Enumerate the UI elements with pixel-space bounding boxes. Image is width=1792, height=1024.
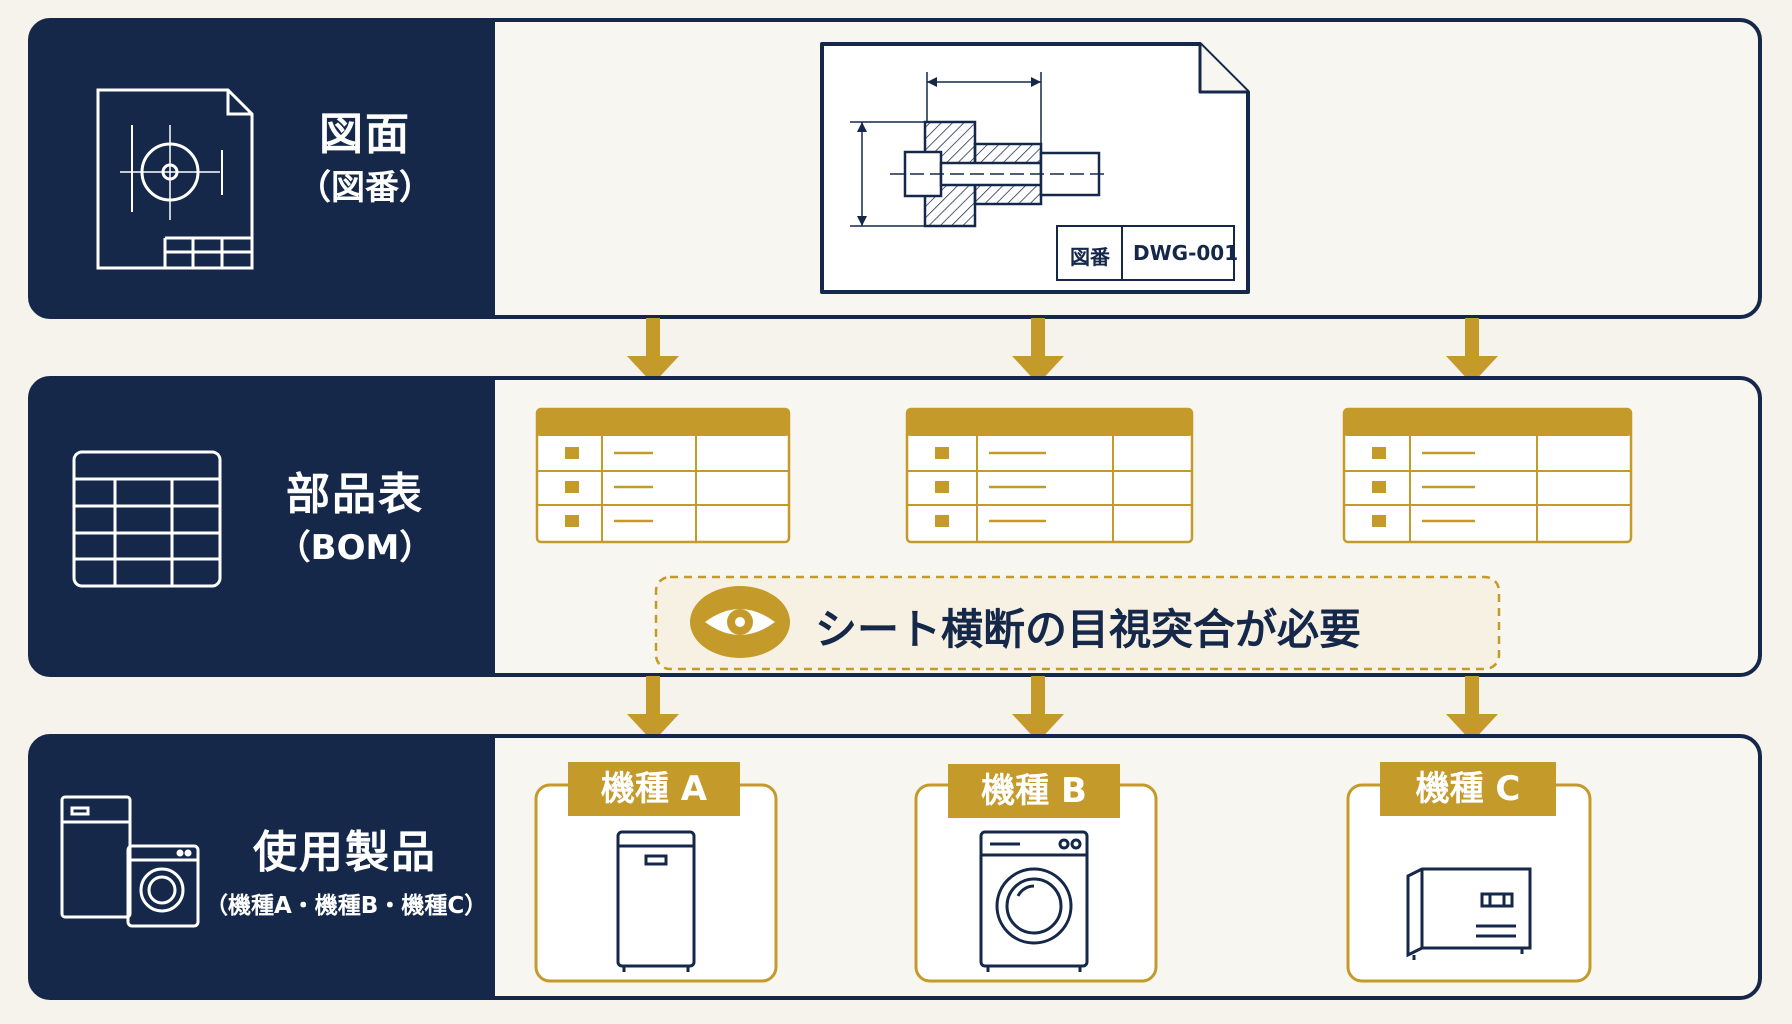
refrigerator-icon [616,830,696,972]
model-b-tag: 機種 B [948,764,1120,818]
row-bom-label: 部品表 （BOM） [240,469,470,568]
model-card-b [914,783,1158,983]
row-bom-subtitle: （BOM） [276,527,434,568]
drawing-sheet [820,42,1250,294]
row-bom [28,376,1762,677]
model-a-tag: 機種 A [568,762,740,816]
part-cross-section [850,72,1110,228]
arrows-bom-to-products [627,676,1498,742]
bom-sheet-3 [1342,407,1633,544]
row-drawing-subtitle: （図番） [297,167,433,208]
bom-sheet-1 [535,407,791,544]
title-block [1056,225,1235,281]
appliances-icon [60,795,200,928]
eye-icon [690,586,790,658]
row-products-subtitle: （機種A・機種B・機種C） [205,892,488,919]
row-products-label-panel [30,736,495,998]
check-note-text: シート横断の目視突合が必要 [815,605,1362,654]
arrow-down-icon [1446,318,1498,384]
drawing-number-value: DWG-001 [1133,241,1239,265]
arrow-down-icon [627,318,679,384]
row-drawing-title: 図面 [319,109,411,160]
row-products-label: 使用製品 （機種A・機種B・機種C） [205,827,488,919]
row-products [28,734,1762,1000]
bom-sheet-2 [905,407,1194,544]
check-note-box [654,575,1501,671]
washing-machine-icon [979,830,1089,972]
row-drawing-label-panel [30,20,495,317]
microwave-icon [1406,867,1532,960]
model-card-c [1346,783,1592,983]
row-drawing-label: 図面 （図番） [270,109,460,208]
arrows-drawing-to-bom [627,318,1498,384]
arrow-down-icon [1012,676,1064,742]
arrow-down-icon [1012,318,1064,384]
arrow-down-icon [627,676,679,742]
row-bom-title: 部品表 [286,469,424,520]
table-icon [72,450,222,588]
arrow-down-icon [1446,676,1498,742]
drawing-sheet-icon [96,88,254,270]
row-products-title: 使用製品 [253,827,437,878]
model-card-a [534,783,778,983]
model-c-tag: 機種 C [1380,762,1556,816]
row-drawing [28,18,1762,319]
bom-sheets [535,407,1633,544]
drawing-number-label: 図番 [1070,245,1110,269]
